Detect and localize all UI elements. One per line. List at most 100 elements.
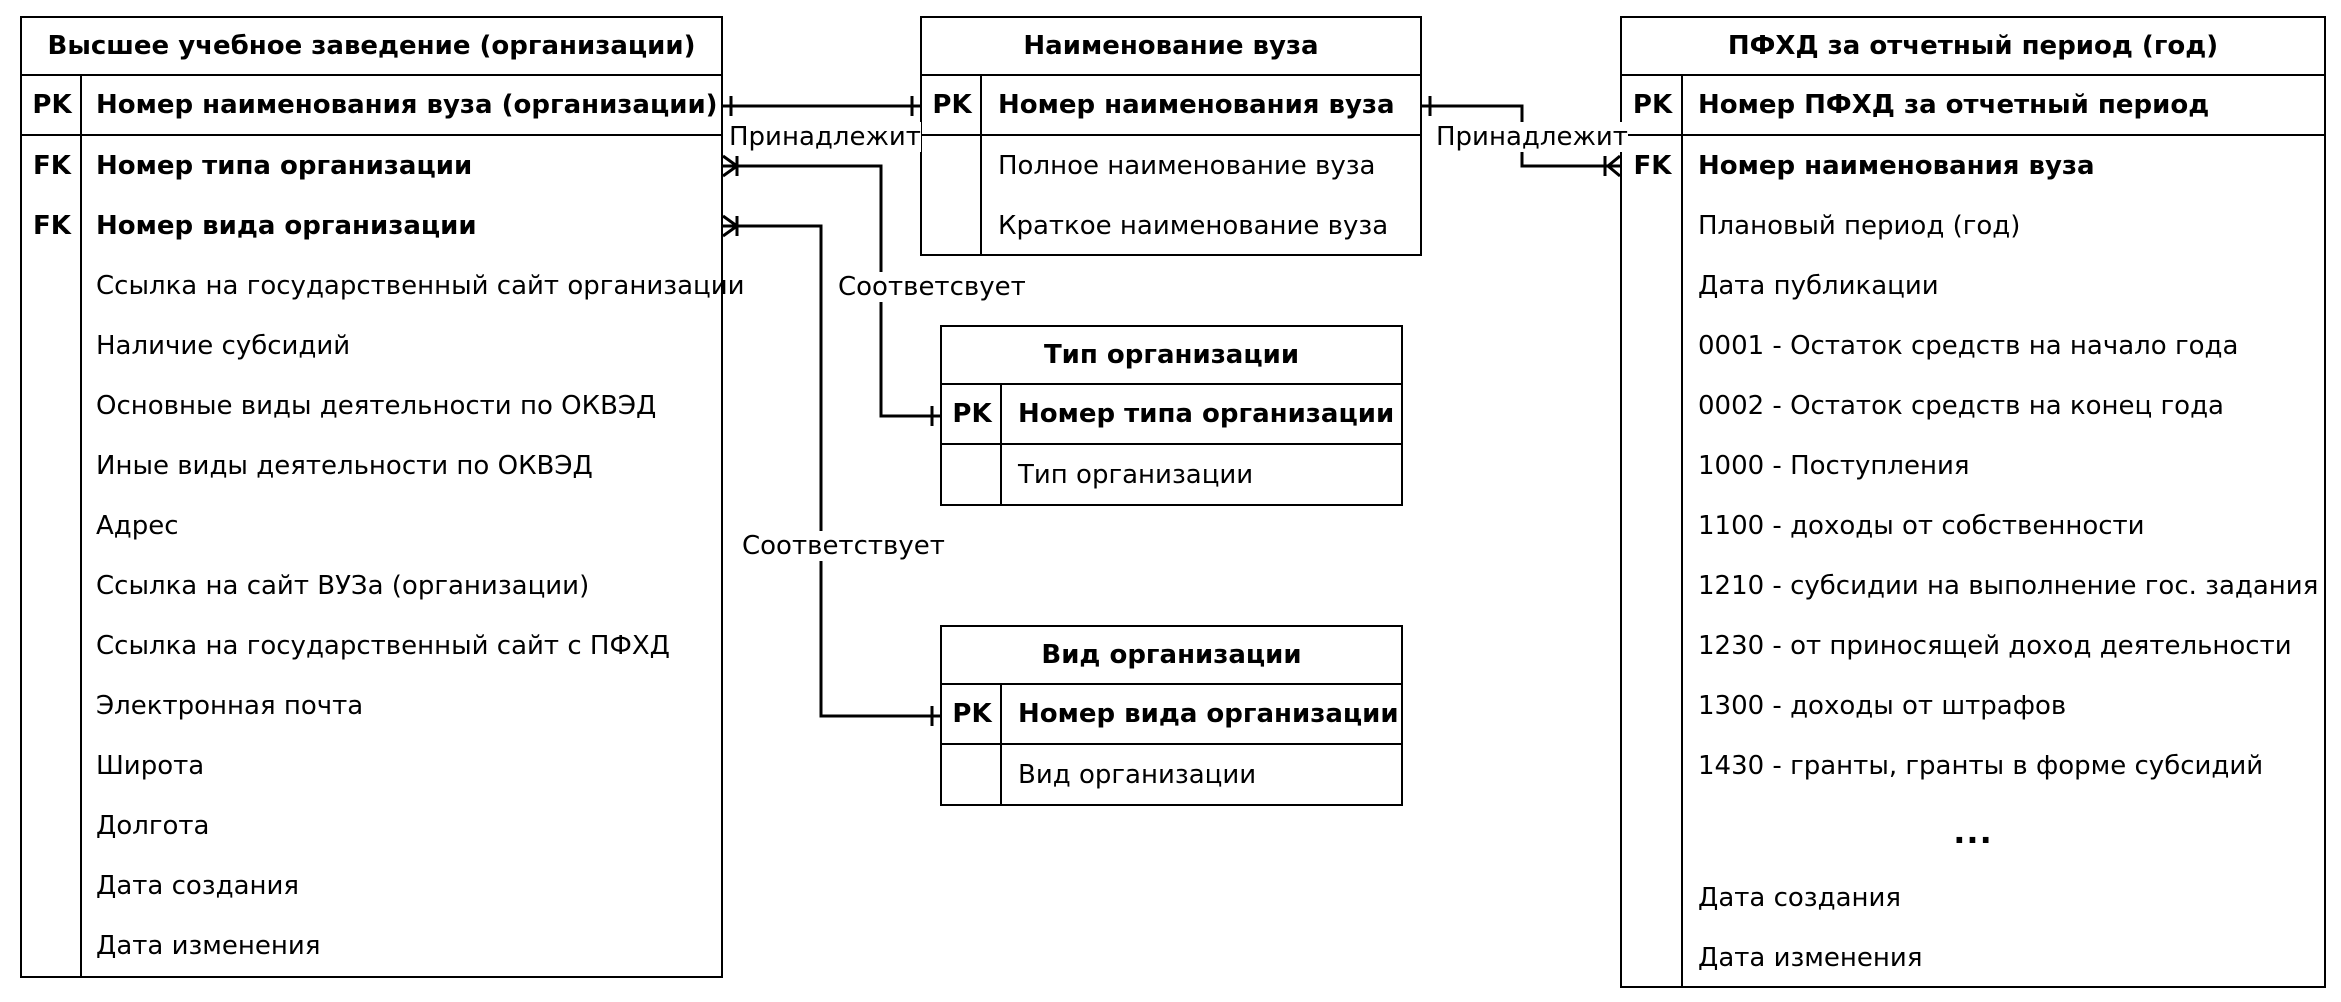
- key-column: [1622, 76, 1683, 986]
- pk-field: Номер вида организации: [1018, 699, 1399, 729]
- entity-title: Тип организации: [942, 327, 1401, 385]
- fk-field: Номер типа организации: [96, 151, 473, 181]
- attribute-field: Наличие субсидий: [96, 331, 351, 361]
- attribute-row: Плановый период (год): [1622, 196, 2324, 256]
- attribute-field: Тип организации: [1018, 460, 1254, 490]
- attribute-row: 1100 - доходы от собственности: [1622, 496, 2324, 556]
- fk-row: FK Номер наименования вуза: [1622, 136, 2324, 196]
- fk-row: FK Номер типа организации: [22, 136, 721, 196]
- attribute-field: 1210 - субсидии на выполнение гос. задан…: [1698, 571, 2319, 601]
- attribute-field: Ссылка на государственный сайт организац…: [96, 271, 745, 301]
- attribute-field: Широта: [96, 751, 205, 781]
- attribute-row: Дата изменения: [1622, 928, 2324, 988]
- attribute-row: Тип организации: [942, 445, 1401, 505]
- attribute-row: 1230 - от приносящей доход деятельности: [1622, 616, 2324, 676]
- attribute-field: 1100 - доходы от собственности: [1698, 511, 2145, 541]
- attribute-row: 0002 - Остаток средств на конец года: [1622, 376, 2324, 436]
- attribute-field: 1430 - гранты, гранты в форме субсидий: [1698, 751, 2264, 781]
- attribute-field: Дата изменения: [96, 931, 321, 961]
- attribute-field: Адрес: [96, 511, 179, 541]
- fk-row: FK Номер вида организации: [22, 196, 721, 256]
- attribute-row: Дата создания: [22, 856, 721, 916]
- attribute-field: Основные виды деятельности по ОКВЭД: [96, 391, 657, 421]
- attribute-row: Электронная почта: [22, 676, 721, 736]
- attribute-field: 0001 - Остаток средств на начало года: [1698, 331, 2239, 361]
- pk-marker: PK: [1632, 90, 1673, 120]
- attribute-row: Основные виды деятельности по ОКВЭД: [22, 376, 721, 436]
- relation-label-corresponds: Соответствует: [742, 531, 945, 561]
- attribute-field: Иные виды деятельности по ОКВЭД: [96, 451, 593, 481]
- pk-marker: PK: [952, 399, 992, 429]
- pk-field: Номер ПФХД за отчетный период: [1698, 90, 2210, 120]
- entity-org-kind: Вид организации PK Номер вида организаци…: [940, 625, 1403, 806]
- attribute-field: Долгота: [96, 811, 210, 841]
- entity-title: ПФХД за отчетный период (год): [1622, 18, 2324, 76]
- attribute-row: Полное наименование вуза: [922, 136, 1420, 196]
- entity-title: Наименование вуза: [922, 18, 1420, 76]
- entity-university: Высшее учебное заведение (организации) P…: [20, 16, 745, 978]
- attribute-field: Плановый период (год): [1698, 211, 2021, 241]
- pk-marker: PK: [32, 90, 72, 120]
- attribute-field: Краткое наименование вуза: [998, 211, 1389, 241]
- attribute-row: 1430 - гранты, гранты в форме субсидий: [1622, 736, 2324, 796]
- attribute-field: 1300 - доходы от штрафов: [1698, 691, 2067, 721]
- entity-university-name: Наименование вуза PK Номер наименования …: [920, 16, 1422, 256]
- pk-row: PK Номер вида организации: [942, 685, 1401, 745]
- ellipsis-row: ...: [1622, 796, 2324, 868]
- attribute-field: Вид организации: [1018, 760, 1257, 790]
- attribute-field: Дата создания: [1698, 883, 1902, 913]
- attribute-field: Электронная почта: [96, 691, 364, 721]
- attribute-field: Дата публикации: [1698, 271, 1939, 301]
- attribute-row: Широта: [22, 736, 721, 796]
- pk-row: PK Номер наименования вуза: [922, 76, 1420, 136]
- attribute-field: Дата изменения: [1698, 943, 1923, 973]
- attribute-row: 0001 - Остаток средств на начало года: [1622, 316, 2324, 376]
- attribute-row: Краткое наименование вуза: [922, 196, 1420, 256]
- relation-label-belongs: Принадлежит: [1436, 122, 1628, 152]
- pk-field: Номер наименования вуза: [998, 90, 1395, 120]
- attribute-row: Долгота: [22, 796, 721, 856]
- fk-marker: FK: [33, 211, 71, 241]
- entity-title: Высшее учебное заведение (организации): [22, 18, 721, 76]
- attribute-row: 1000 - Поступления: [1622, 436, 2324, 496]
- fk-marker: FK: [33, 151, 71, 181]
- pk-field: Номер наименования вуза (организации): [96, 90, 718, 120]
- pk-marker: PK: [952, 699, 992, 729]
- fk-marker: FK: [1633, 151, 1672, 181]
- fk-field: Номер вида организации: [96, 211, 477, 241]
- fk-field: Номер наименования вуза: [1698, 151, 2095, 181]
- attribute-row: Иные виды деятельности по ОКВЭД: [22, 436, 721, 496]
- ellipsis-marker: ...: [1953, 813, 1993, 851]
- attribute-row: 1300 - доходы от штрафов: [1622, 676, 2324, 736]
- pk-marker: PK: [932, 90, 972, 120]
- attribute-row: Ссылка на государственный сайт организац…: [22, 256, 745, 316]
- entity-title: Вид организации: [942, 627, 1401, 685]
- attribute-field: Ссылка на сайт ВУЗа (организации): [96, 571, 590, 601]
- attribute-row: Дата создания: [1622, 868, 2324, 928]
- pk-row: PK Номер наименования вуза (организации): [22, 76, 721, 136]
- key-column: [22, 76, 82, 976]
- attribute-field: Полное наименование вуза: [998, 151, 1376, 181]
- attribute-field: Дата создания: [96, 871, 300, 901]
- attribute-row: Ссылка на сайт ВУЗа (организации): [22, 556, 721, 616]
- relation-label-corresponds: Соответсвует: [838, 272, 1026, 302]
- attribute-field: 1230 - от приносящей доход деятельности: [1698, 631, 2292, 661]
- attribute-row: Ссылка на государственный сайт с ПФХД: [22, 616, 721, 676]
- attribute-row: 1210 - субсидии на выполнение гос. задан…: [1622, 556, 2324, 616]
- entity-org-type: Тип организации PK Номер типа организаци…: [940, 325, 1403, 506]
- attribute-field: 0002 - Остаток средств на конец года: [1698, 391, 2224, 421]
- pk-row: PK Номер ПФХД за отчетный период: [1622, 76, 2324, 136]
- key-column: [922, 76, 982, 254]
- connector-university-kind: [723, 224, 940, 718]
- attribute-row: Дата публикации: [1622, 256, 2324, 316]
- attribute-row: Вид организации: [942, 745, 1401, 805]
- attribute-field: Ссылка на государственный сайт с ПФХД: [96, 631, 670, 661]
- attribute-field: 1000 - Поступления: [1698, 451, 1970, 481]
- pk-row: PK Номер типа организации: [942, 385, 1401, 445]
- entity-pfhd: ПФХД за отчетный период (год) PK Номер П…: [1620, 16, 2326, 988]
- pk-field: Номер типа организации: [1018, 399, 1395, 429]
- attribute-row: Наличие субсидий: [22, 316, 721, 376]
- attribute-row: Дата изменения: [22, 916, 721, 976]
- crowfoot-marker: [1605, 154, 1621, 178]
